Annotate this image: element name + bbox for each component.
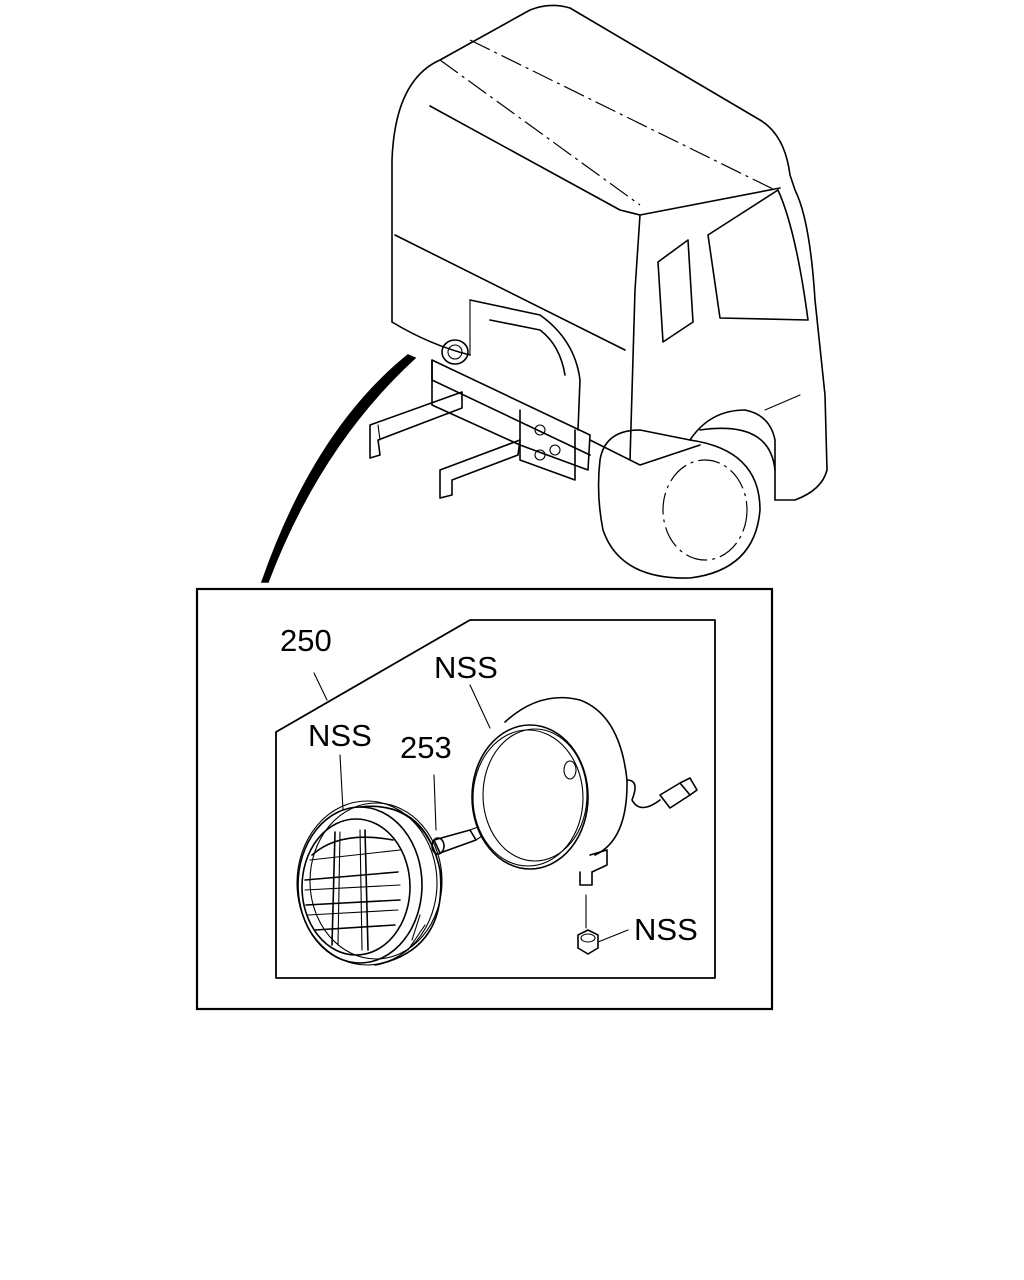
lamp-housing	[471, 696, 698, 886]
callout-253: 253	[400, 730, 452, 765]
detail-leader-swoosh	[260, 354, 417, 583]
callout-nss-nut: NSS	[634, 912, 698, 947]
leader-lines	[313, 672, 629, 943]
callout-nss-lens: NSS	[308, 718, 372, 753]
truck-cab-illustration	[369, 4, 828, 579]
bulb-part	[431, 826, 483, 855]
callout-250: 250	[280, 623, 332, 658]
callout-nss-housing: NSS	[434, 650, 498, 685]
nut-part	[577, 929, 599, 955]
lamp-lens-unit	[296, 800, 443, 966]
assembly-bracket	[275, 619, 716, 979]
detail-frame	[195, 587, 774, 1011]
